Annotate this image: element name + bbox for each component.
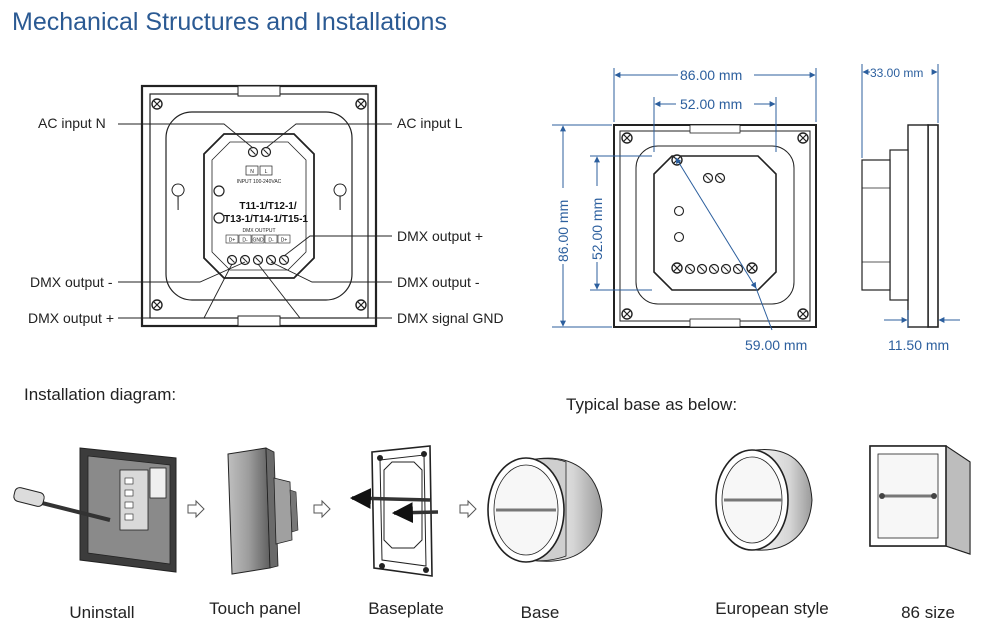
dim-width-inner: 52.00 mm (680, 96, 742, 112)
dmx-terminal (278, 254, 290, 266)
dmx-terminal (696, 263, 708, 275)
dmx-pin-box (238, 234, 252, 244)
dim-thickness: 11.50 mm (888, 337, 949, 353)
dmx-output-small-label: DMX OUTPUT (242, 228, 275, 234)
dmx-pin-label: D+ (281, 238, 288, 244)
ac-terminal (714, 172, 726, 184)
screw-icon (671, 262, 683, 274)
dmx-terminal (252, 254, 264, 266)
dimension-front-view (552, 68, 817, 331)
dmx-pin-label: D- (242, 238, 248, 244)
dmx-terminal (732, 263, 744, 275)
screw-icon (355, 299, 367, 311)
wiring-diagram: N L INPUT 100-240VAC T11-1/T12-1/ T13-1/… (118, 84, 392, 328)
dim-height-inner: 52.00 mm (589, 198, 605, 260)
screw-icon (621, 308, 633, 320)
step-arrow-icon (313, 499, 331, 519)
label-ac-input-l: AC input L (397, 115, 463, 131)
ac-terminal-l (260, 146, 272, 158)
dmx-terminal (684, 263, 696, 275)
dmx-pin-box (264, 234, 278, 244)
step-arrow-icon (187, 499, 205, 519)
screw-icon (621, 132, 633, 144)
label-dmx-output-minus-right: DMX output - (397, 274, 480, 290)
terminal-l-label: L (265, 169, 268, 175)
screw-icon (151, 98, 163, 110)
dimension-side-view (861, 64, 960, 328)
caption-european-style: European style (715, 599, 828, 618)
caption-baseplate: Baseplate (368, 599, 444, 618)
label-dmx-output-plus-left: DMX output + (28, 310, 114, 326)
terminal-n-label: N (250, 169, 254, 175)
input-rating-label: INPUT 100-240VAC (237, 179, 282, 185)
dim-diagonal: 59.00 mm (745, 337, 807, 353)
dmx-pin-box (277, 234, 291, 244)
label-dmx-output-plus-right: DMX output + (397, 228, 483, 244)
european-base-illustration (715, 449, 813, 551)
caption-uninstall: Uninstall (69, 603, 134, 622)
caption-touch-panel: Touch panel (209, 599, 301, 618)
screw-icon (151, 299, 163, 311)
dmx-pin-label: D- (268, 238, 274, 244)
label-dmx-output-minus-left: DMX output - (30, 274, 113, 290)
touch-panel-illustration (227, 447, 299, 575)
dmx-pin-box (251, 234, 265, 244)
label-dmx-signal-gnd: DMX signal GND (397, 310, 504, 326)
ac-terminal (702, 172, 714, 184)
caption-base: Base (521, 603, 560, 622)
model-line-1: T11-1/T12-1/ (239, 201, 296, 212)
ac-terminal-n (247, 146, 259, 158)
dim-depth-total: 33.00 mm (870, 66, 923, 80)
screw-icon (797, 132, 809, 144)
dmx-terminal (720, 263, 732, 275)
uninstall-illustration (13, 447, 177, 573)
dmx-pin-box (225, 234, 239, 244)
caption-86-size: 86 size (901, 603, 955, 622)
screw-icon (355, 98, 367, 110)
label-ac-input-n: AC input N (38, 115, 106, 131)
bases-heading: Typical base as below: (566, 395, 737, 414)
dmx-terminal (226, 254, 238, 266)
dmx-terminal (708, 263, 720, 275)
model-line-2: T13-1/T14-1/T15-1 (224, 214, 308, 225)
dmx-pin-label: GND (252, 238, 264, 244)
page-title: Mechanical Structures and Installations (12, 8, 447, 36)
screw-icon (746, 262, 758, 274)
86-size-base-illustration (869, 445, 971, 555)
base-illustration (487, 457, 603, 563)
installation-heading: Installation diagram: (24, 385, 176, 404)
dim-width-outer: 86.00 mm (680, 67, 742, 83)
screw-icon (797, 308, 809, 320)
dmx-pin-label: D+ (229, 238, 236, 244)
step-arrow-icon (459, 499, 477, 519)
dim-height-outer: 86.00 mm (555, 200, 571, 262)
baseplate-illustration (349, 445, 439, 577)
